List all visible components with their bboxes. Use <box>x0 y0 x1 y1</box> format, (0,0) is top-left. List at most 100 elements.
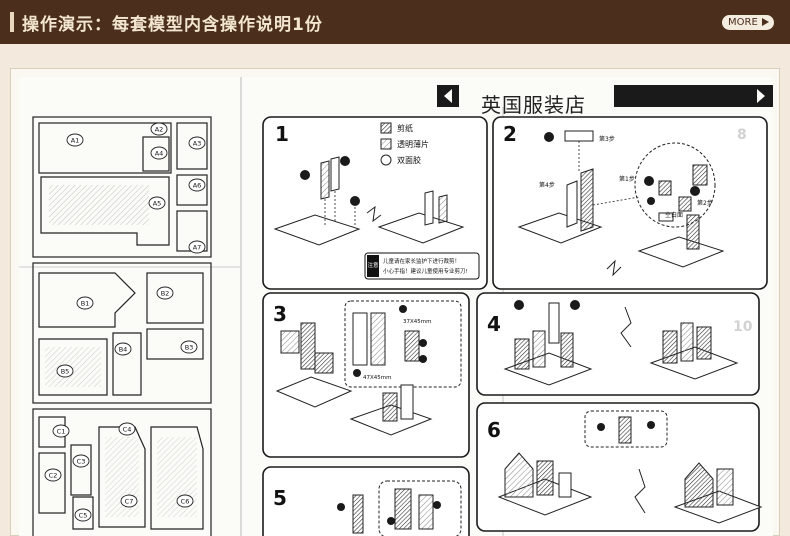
step-4-wall-1 <box>514 338 530 370</box>
instruction-sheet: A1 A2 A3 A4 A5 A6 A7 B1 B2 B3 B4 B5 C1 C… <box>19 77 773 536</box>
step-3-wall-left <box>280 330 300 354</box>
step-4-marker-dots <box>514 300 580 310</box>
step-4-wall-upright <box>548 302 560 344</box>
step-6-number: 6 <box>487 418 501 442</box>
safety-notice-line-2: 小心手指！建议儿童使用专业剪刀! <box>383 267 468 275</box>
step-2-label-step1: 第1步 <box>619 175 635 183</box>
step-3-dim-top: 37X45mm <box>403 319 431 325</box>
step-3-number: 3 <box>273 302 287 326</box>
part-label-b3: B3 <box>185 344 194 352</box>
step-1-guide-lines <box>324 191 356 227</box>
play-arrow-icon <box>762 18 769 26</box>
part-label-c2: C2 <box>49 472 58 480</box>
step-4-result-wall-1 <box>662 330 678 364</box>
part-outline-c5 <box>72 496 94 530</box>
part-outline-a1 <box>38 122 172 174</box>
step-2-tear-line <box>606 259 622 277</box>
legend-film-swatch <box>380 138 392 150</box>
part-label-c7: C7 <box>125 498 134 506</box>
step-4-result-wall-2 <box>680 322 694 362</box>
step-3-detail-wall-3 <box>404 330 420 362</box>
part-label-a5: A5 <box>153 200 162 208</box>
more-label: MORE <box>728 17 758 28</box>
instruction-drawing: A1 A2 A3 A4 A5 A6 A7 B1 B2 B3 B4 B5 C1 C… <box>19 77 773 536</box>
part-label-c1: C1 <box>57 428 66 436</box>
step-2-marker-dots <box>544 132 700 205</box>
step-6-result-wall <box>716 468 734 506</box>
more-button[interactable]: MORE <box>722 15 774 30</box>
step-3-wall-center <box>300 322 316 370</box>
part-label-c4: C4 <box>123 426 132 434</box>
step-2-panel <box>492 116 768 290</box>
part-outline-b5 <box>38 338 108 396</box>
part-outline-c2 <box>38 452 66 514</box>
step-3-detail-box <box>344 300 462 388</box>
step-1-wall-a2 <box>330 156 340 192</box>
part-outline-a4 <box>142 136 170 172</box>
part-b5-texture <box>45 347 101 387</box>
step-4-wall-3 <box>560 332 574 368</box>
part-label-b2: B2 <box>161 290 170 298</box>
step-2-detail-part-3 <box>678 196 692 212</box>
step-2-label-blank-face: 空白面 <box>665 211 683 219</box>
bleed-number-10: 10 <box>733 319 753 335</box>
step-1-panel <box>262 116 488 290</box>
step-4-tear-line <box>620 306 632 348</box>
step-6-detail-box <box>584 410 668 448</box>
part-label-a6: A6 <box>193 182 202 190</box>
step-1-floor-left <box>273 214 361 246</box>
title-band-left-arrow <box>444 89 452 103</box>
legend-tape-icon <box>380 154 392 166</box>
step-2-wall-a <box>580 168 594 232</box>
bleed-number-8: 8 <box>737 127 747 143</box>
step-5-marker-dots <box>337 501 441 525</box>
safety-notice-box <box>364 252 480 280</box>
legend-film-label: 透明薄片 <box>397 139 429 149</box>
part-a5-texture <box>49 185 149 225</box>
step-2-label-step2: 第2步 <box>697 199 713 207</box>
header-title: 操作演示：每套模型内含操作说明1份 <box>22 15 323 35</box>
step-3-detail-wall-1 <box>352 312 368 366</box>
part-outline-c3 <box>70 444 92 496</box>
step-1-marker-dots <box>300 156 360 206</box>
step-2-label-step4: 第4步 <box>539 181 555 189</box>
legend-cardboard-swatch <box>380 122 392 134</box>
part-label-a7: A7 <box>193 244 202 252</box>
part-outline-a6 <box>176 174 208 206</box>
step-6-result-gable <box>684 462 714 508</box>
step-3-result-wall-2 <box>400 384 414 420</box>
parts-sheet-b <box>32 262 212 404</box>
step-5-piece-3 <box>418 494 434 530</box>
step-1-tear-line <box>366 205 382 223</box>
step-2-label-step3: 第3步 <box>599 135 615 143</box>
part-outline-b4 <box>112 332 142 396</box>
part-label-b1: B1 <box>81 300 90 308</box>
page-header: 操作演示：每套模型内含操作说明1份 MORE <box>0 0 790 44</box>
step-2-wall-b <box>566 180 578 228</box>
step-4-result-wall-3 <box>696 326 712 360</box>
step-3-dim-bottom: 47X45mm <box>363 375 391 381</box>
part-label-c6: C6 <box>181 498 190 506</box>
part-label-c5: C5 <box>79 512 88 520</box>
legend-tape-label: 双面胶 <box>397 155 421 165</box>
safety-notice-badge <box>367 255 379 277</box>
step-6-gable-left <box>504 452 534 498</box>
parts-sheet-a <box>32 116 212 258</box>
parts-sheet-c <box>32 408 212 536</box>
part-label-a3: A3 <box>193 140 202 148</box>
part-label-markers <box>44 122 206 522</box>
step-1-wall-placed-2 <box>438 194 448 224</box>
part-outline-a3 <box>176 122 208 170</box>
step-3-detail-wall-2 <box>370 312 386 366</box>
step-2-column <box>686 214 700 250</box>
step-6-tear-line <box>634 468 646 514</box>
step-2-detail-bubble <box>634 142 716 228</box>
part-label-a1: A1 <box>71 137 80 145</box>
step-5-panel <box>262 466 470 536</box>
part-label-c3: C3 <box>77 458 86 466</box>
step-6-detail-part <box>618 416 632 444</box>
part-outline-b1 <box>38 272 136 328</box>
step-4-number: 4 <box>487 312 501 336</box>
step-2-top-piece <box>564 130 594 142</box>
step-3-marker-dots <box>353 305 427 377</box>
